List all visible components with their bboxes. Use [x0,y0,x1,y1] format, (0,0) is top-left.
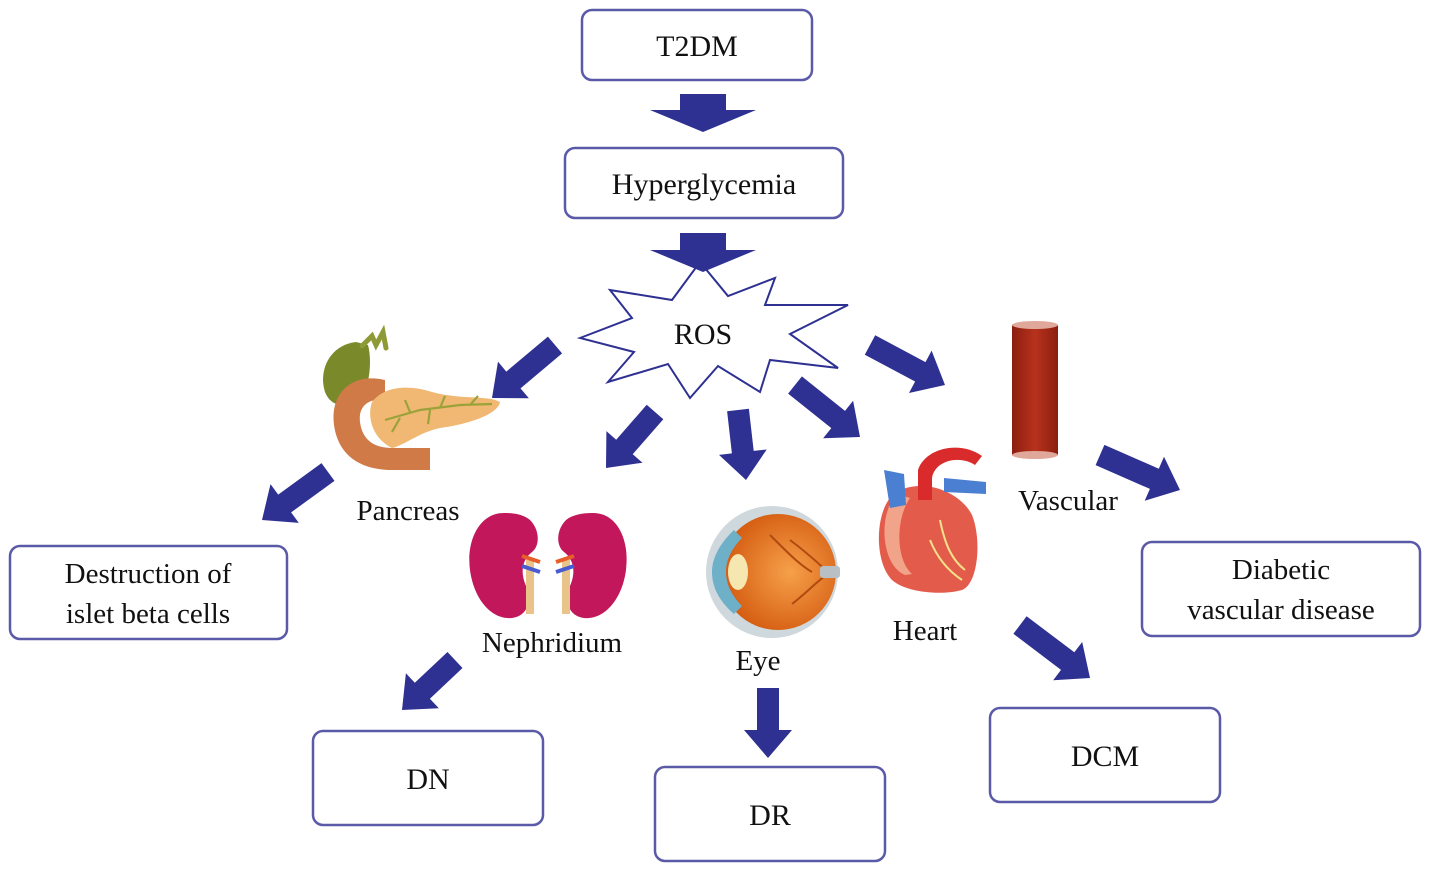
arrow-vascular-to-diabetic [1095,444,1180,501]
arrow-ros-to-nephridium [606,404,664,468]
pancreas-label: Pancreas [356,495,459,527]
diabetic-label-line2: vascular disease [1187,594,1375,626]
dcm-label: DCM [1071,740,1139,773]
destruction-node: Destruction of islet beta cells [8,544,289,641]
dr-node: DR [653,765,887,863]
hyperglycemia-label: Hyperglycemia [612,168,796,201]
heart-label: Heart [893,615,957,647]
nephridium-label: Nephridium [482,627,623,659]
vascular-label: Vascular [1018,485,1118,517]
diabetic-label-line1: Diabetic [1232,554,1330,586]
destruction-label-line2: islet beta cells [66,598,230,630]
dcm-node: DCM [988,706,1222,804]
t2dm-label: T2DM [656,30,738,63]
arrow-pancreas-to-destruction [262,463,335,523]
arrow-nephridium-to-dn [402,652,463,710]
arrow-ros-to-eye [719,408,767,480]
arrow-t2dm-to-hyperglycemia [650,94,756,132]
ros-starburst [576,260,849,400]
hyperglycemia-node: Hyperglycemia [563,146,845,220]
arrow-eye-to-dr [744,688,792,758]
pancreas-icon [323,324,500,470]
eye-label: Eye [735,645,780,677]
dn-node: DN [311,729,545,827]
arrow-ros-to-vascular [864,335,945,393]
arrows [262,94,1180,758]
ros-node: ROS [576,260,849,400]
arrow-hyperglycemia-to-ros [650,233,756,272]
dr-label: DR [749,799,791,832]
arrow-ros-to-heart [788,376,860,439]
blood-vessel-icon [1012,321,1058,459]
heart-icon [878,447,986,593]
kidney-icon [469,512,627,619]
t2dm-node: T2DM [580,8,814,82]
arrow-ros-to-pancreas [492,336,563,399]
diabetic-vascular-node: Diabetic vascular disease [1140,540,1422,638]
destruction-label-line1: Destruction of [65,558,232,590]
eye-icon [706,506,840,638]
dn-label: DN [406,763,449,796]
arrow-heart-to-dcm [1013,616,1090,681]
ros-label: ROS [674,318,732,351]
